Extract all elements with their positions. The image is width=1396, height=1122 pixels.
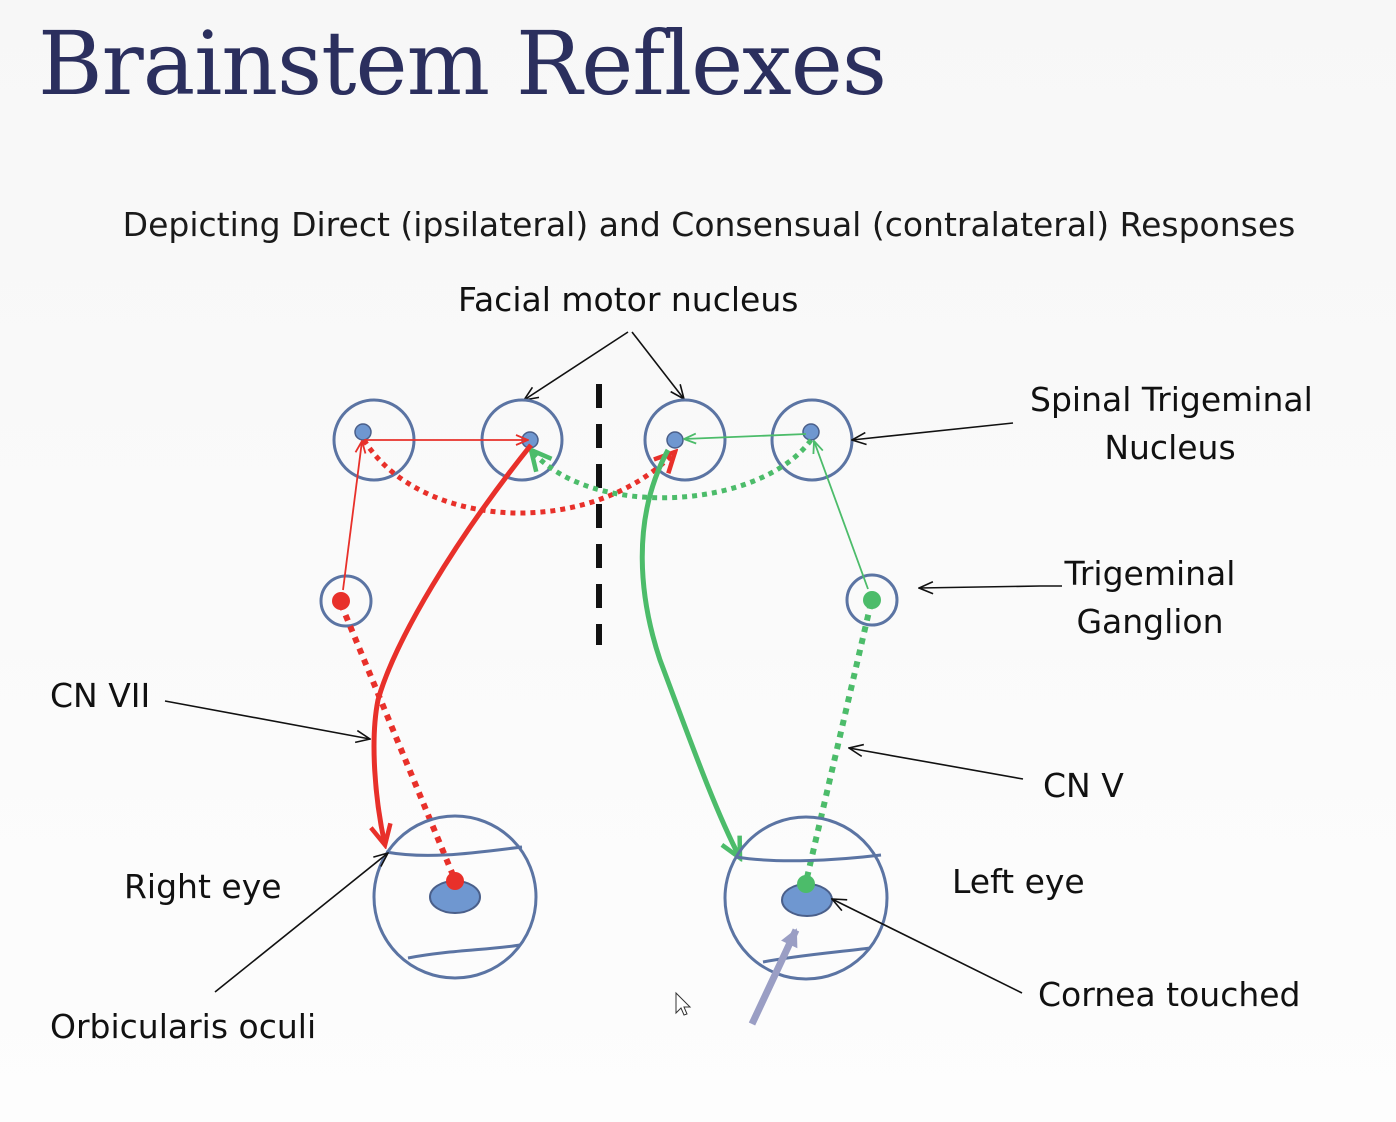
label-spinal-trigeminal-line1: Spinal Trigeminal [1030,380,1313,419]
red-crossing-interneuron [361,438,675,516]
label-spinal-trigeminal-nucleus: Spinal Trigeminal Nucleus [1030,378,1313,470]
cornea-stimulus-arrow [748,928,800,1026]
slide-subtitle: Depicting Direct (ipsilateral) and Conse… [122,205,1296,244]
cornea-touched-pointer [832,899,1023,994]
spinal-trigeminal-pointer [852,422,1014,440]
label-cornea-touched: Cornea touched [1038,975,1301,1014]
label-trigeminal-ganglion-line1: Trigeminal [1064,554,1236,593]
left-trigeminal-ganglion [845,573,899,627]
orbicularis-oculi-pointer [214,853,388,993]
right-cn-vii-efferent [374,443,533,845]
left-cn-vii-efferent [639,448,740,858]
right-cn-v-afferent [338,602,458,882]
facial-motor-pointer-right [631,331,684,399]
mouse-cursor-icon [675,991,692,1016]
label-right-eye: Right eye [124,867,282,906]
label-cn-v: CN V [1043,766,1124,805]
left-trigeminal-central-root [814,441,869,590]
left-spinal-trigeminal-nucleus [770,398,854,482]
label-trigeminal-ganglion-line2: Ganglion [1076,602,1224,641]
label-facial-motor-nucleus: Facial motor nucleus [458,280,799,319]
right-trigeminal-central-root [342,441,362,591]
label-spinal-trigeminal-line2: Nucleus [1104,428,1236,467]
left-eye [723,815,889,981]
green-crossing-interneuron [531,438,814,501]
label-trigeminal-ganglion: Trigeminal Ganglion [1055,552,1245,644]
right-eye [372,814,538,980]
left-facial-motor-nucleus [643,398,727,482]
label-orbicularis-oculi: Orbicularis oculi [50,1007,317,1046]
facial-motor-pointer-left [524,331,629,400]
slide-title: Brainstem Reflexes [38,12,887,115]
cn-v-pointer [849,748,1024,780]
trigeminal-ganglion-pointer [919,586,1062,588]
left-ipsilateral-interneuron [684,434,807,439]
label-left-eye: Left eye [952,862,1085,901]
right-trigeminal-ganglion [319,574,373,628]
label-cn-vii: CN VII [50,676,151,715]
cn-vii-pointer [164,700,370,739]
